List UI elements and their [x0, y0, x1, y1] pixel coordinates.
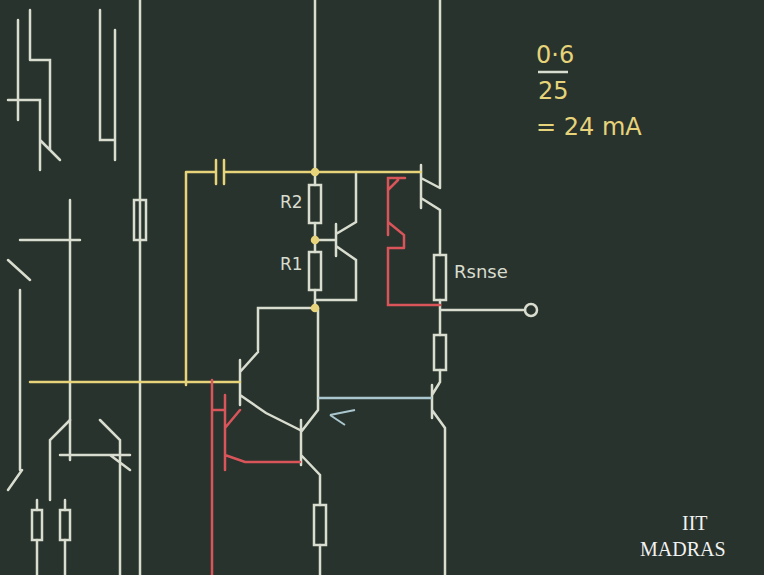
formula-denominator: 25: [536, 78, 571, 104]
watermark: MADRAS: [638, 538, 728, 560]
formula-result: = 24 mA: [534, 114, 644, 140]
formula-numerator: 0·6: [534, 42, 576, 68]
watermark: IIT: [680, 512, 710, 534]
resistor-label: R1: [278, 255, 305, 274]
resistor-label: R2: [278, 193, 305, 212]
resistor-label: Rsnse: [452, 262, 510, 282]
